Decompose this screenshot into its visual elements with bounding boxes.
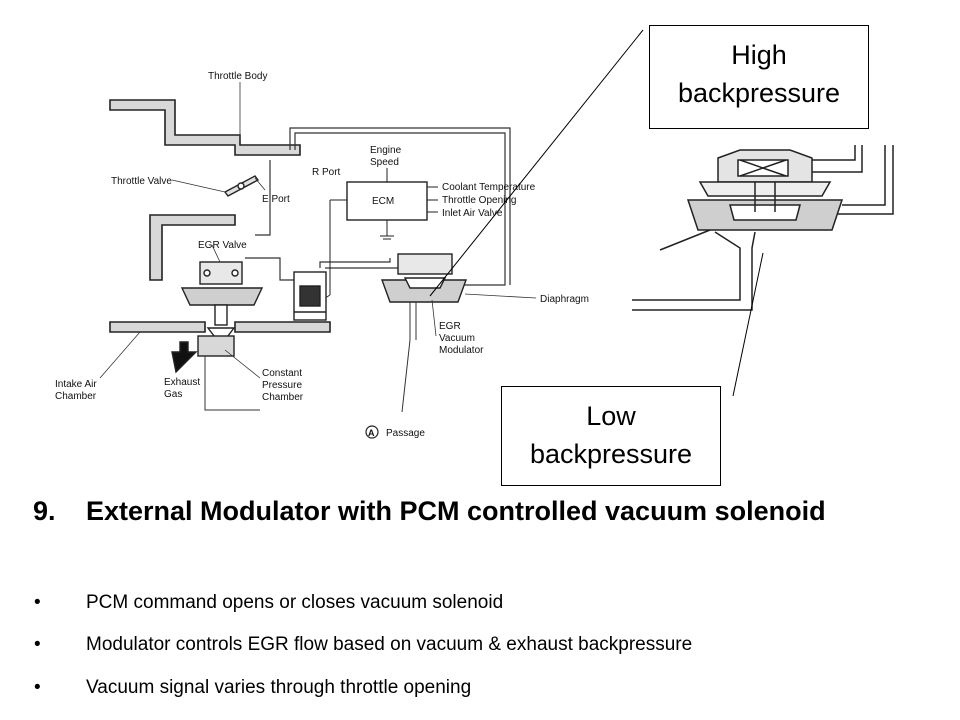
egr-vacuum-modulator: [381, 253, 467, 413]
throttle-body-lower-wall: [109, 214, 331, 333]
label-engine-speed-line: Speed: [370, 157, 399, 168]
label-exhaust-gas-line: Gas: [164, 389, 182, 400]
label-leaders: [99, 82, 537, 379]
bullet-text: Vacuum signal varies through throttle op…: [86, 677, 472, 698]
label-intake-air-chamber-line: Intake Air: [55, 379, 97, 390]
throttle-body-upper-wall: [109, 99, 301, 156]
label-throttle-body: Throttle Body: [208, 71, 267, 82]
throttle-valve: [223, 175, 260, 197]
heading-number: 9.: [33, 496, 56, 526]
bullet-icon: •: [34, 677, 41, 698]
label-coolant-temperature: Coolant Temperature: [442, 182, 536, 193]
vacuum-solenoid: [293, 271, 327, 321]
egr-valve: [180, 261, 264, 347]
label-exhaust-gas-line: Exhaust: [164, 377, 200, 388]
label-throttle-valve: Throttle Valve: [111, 176, 172, 187]
label-r-port: R Port: [312, 167, 341, 178]
vacuum-lines: [245, 127, 511, 286]
bullet-text: Modulator controls EGR flow based on vac…: [86, 634, 693, 655]
label-egr-valve: EGR Valve: [198, 240, 247, 251]
high-backpressure-callout: High backpressure: [649, 25, 869, 129]
label-inlet-air-valve: Inlet Air Valve: [442, 208, 503, 219]
low-backpressure-callout: Low backpressure: [501, 386, 721, 486]
modulator-detail-zoom: [632, 145, 902, 345]
high-callout-pointer: [429, 29, 644, 297]
bullet-icon: •: [34, 592, 41, 613]
passage-marker-letter: A: [368, 428, 375, 438]
bullet-text: PCM command opens or closes vacuum solen…: [86, 592, 504, 613]
low-callout-pointer: [732, 252, 764, 397]
label-ecm: ECM: [372, 196, 394, 207]
label-intake-air-chamber-line: Chamber: [55, 391, 97, 402]
label-throttle-opening: Throttle Opening: [442, 195, 517, 206]
callout-line: Low: [586, 401, 636, 431]
label-passage: Passage: [386, 428, 425, 439]
label-constant-pressure-chamber-line: Pressure: [262, 380, 302, 391]
ecm-box: [321, 168, 438, 301]
label-egr-vacuum-modulator-line: Modulator: [439, 345, 484, 356]
label-egr-vacuum-modulator-line: EGR: [439, 321, 461, 332]
label-constant-pressure-chamber-line: Constant: [262, 368, 302, 379]
exhaust-inlet: [171, 335, 260, 411]
callout-line: High: [731, 40, 787, 70]
label-e-port: E Port: [262, 194, 290, 205]
label-constant-pressure-chamber-line: Chamber: [262, 392, 304, 403]
bullet-icon: •: [34, 634, 41, 655]
callout-line: backpressure: [677, 78, 841, 108]
passage-marker-icon: A: [365, 425, 379, 439]
callout-line: backpressure: [529, 439, 693, 469]
label-egr-vacuum-modulator-line: Vacuum: [439, 333, 475, 344]
label-engine-speed-line: Engine: [370, 145, 402, 156]
heading-text: External Modulator with PCM controlled v…: [86, 496, 826, 526]
label-diaphragm: Diaphragm: [540, 294, 589, 305]
